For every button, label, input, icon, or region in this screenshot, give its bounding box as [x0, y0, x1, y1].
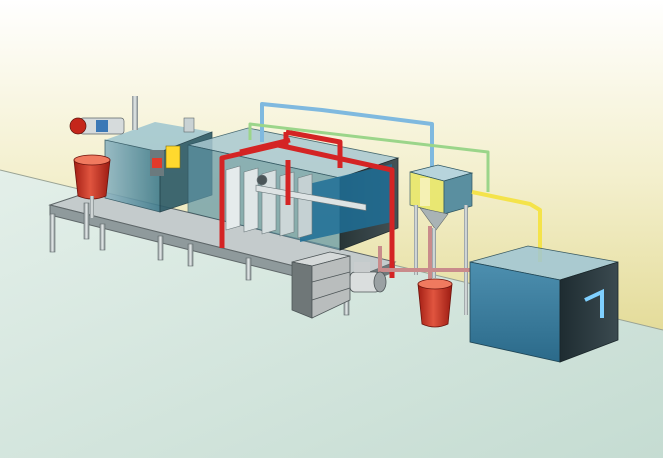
yellow-pipe — [471, 190, 542, 262]
red-bucket-left — [73, 154, 111, 218]
dosing-tower — [409, 164, 474, 315]
red-bucket-right — [417, 278, 453, 328]
green-pipe — [248, 122, 490, 192]
outlet-pipe — [378, 226, 470, 285]
pump-motor — [69, 117, 125, 135]
red-pipe-frame — [219, 129, 395, 278]
pump-motor — [349, 262, 387, 293]
blue-pipe — [260, 102, 434, 168]
clear-water-tank — [469, 245, 619, 363]
side-steps — [291, 251, 351, 319]
